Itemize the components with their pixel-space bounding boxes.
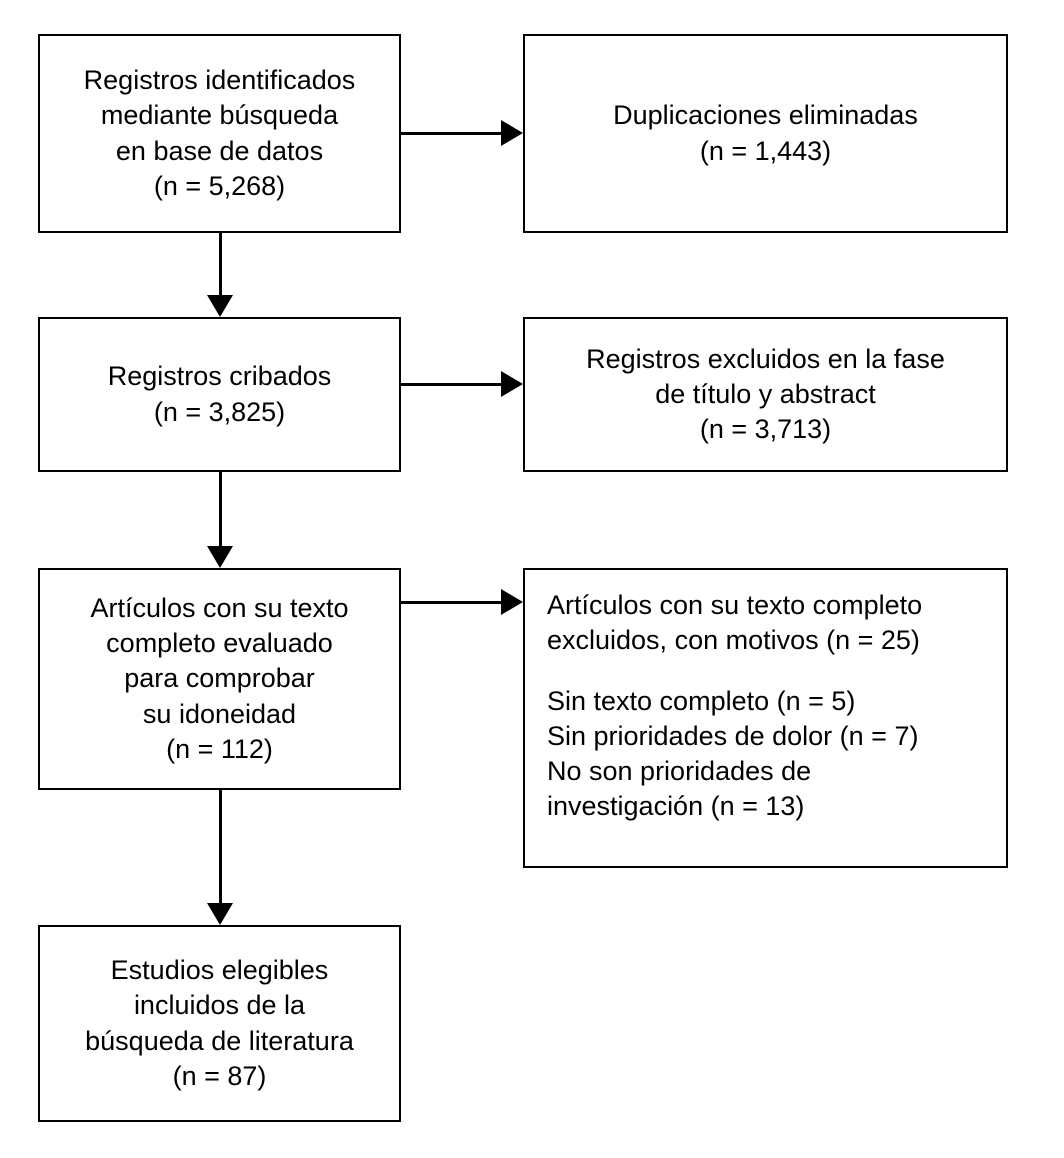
box-text-line: Artículos con su texto [90,593,349,624]
box-text-line: Registros identificados [83,65,356,96]
arrow-head-right-icon [501,589,523,615]
studies-included-box: Estudios elegibles incluidos de la búsqu… [38,925,401,1122]
exclusion-reason-item: Sin prioridades de dolor (n = 7) [547,720,919,751]
box-text-line: Estudios elegibles [110,955,329,986]
exclusion-reason-item: No son prioridades de [547,756,812,787]
box-count-label: (n = 1,443) [699,135,832,166]
box-text-line: Registros excluidos en la fase [586,343,945,374]
box-text-line: búsqueda de literatura [85,1025,354,1056]
box-text-line: de título y abstract [655,378,876,409]
arrow-head-right-icon [501,120,523,146]
box-text-line: Duplicaciones eliminadas [613,100,918,131]
box-text-line: incluidos de la [133,990,306,1021]
arrow-shaft [219,472,222,546]
box-count-label: (n = 5,268) [153,170,286,201]
fulltext-excluded-box: Artículos con su texto completo excluido… [523,568,1008,868]
box-text-line: Artículos con su texto completo [547,590,923,620]
box-text-line: Registros cribados [107,361,332,392]
box-text-line: para comprobar [124,663,315,694]
arrow-shaft [401,601,501,604]
box-text-line: mediante búsqueda [100,100,339,131]
arrow-head-right-icon [501,371,523,397]
exclusion-reason-item: investigación (n = 13) [547,791,805,822]
arrow-shaft [401,383,501,386]
arrow-head-down-icon [207,546,233,568]
arrow-shaft [401,132,501,135]
arrow-shaft [219,233,222,295]
box-count-label: (n = 112) [166,733,273,764]
records-excluded-box: Registros excluidos en la fase de título… [523,317,1008,472]
box-text-line: completo evaluado [106,628,333,659]
duplicates-removed-box: Duplicaciones eliminadas (n = 1,443) [523,34,1008,233]
fulltext-assessed-box: Artículos con su texto completo evaluado… [38,568,401,790]
box-count-label: (n = 3,713) [699,414,832,445]
records-identified-box: Registros identificados mediante búsqued… [38,34,401,233]
box-text-line: en base de datos [115,135,324,166]
arrow-head-down-icon [207,903,233,925]
arrow-head-down-icon [207,295,233,317]
exclusion-reason-item: Sin texto completo (n = 5) [547,685,856,716]
box-count-label: (n = 3,825) [153,396,286,427]
box-count-label: excluidos, con motivos (n = 25) [547,625,920,656]
box-text-line: su idoneidad [142,698,297,729]
box-count-label: (n = 87) [172,1060,267,1091]
arrow-shaft [219,790,222,903]
records-screened-box: Registros cribados (n = 3,825) [38,317,401,472]
